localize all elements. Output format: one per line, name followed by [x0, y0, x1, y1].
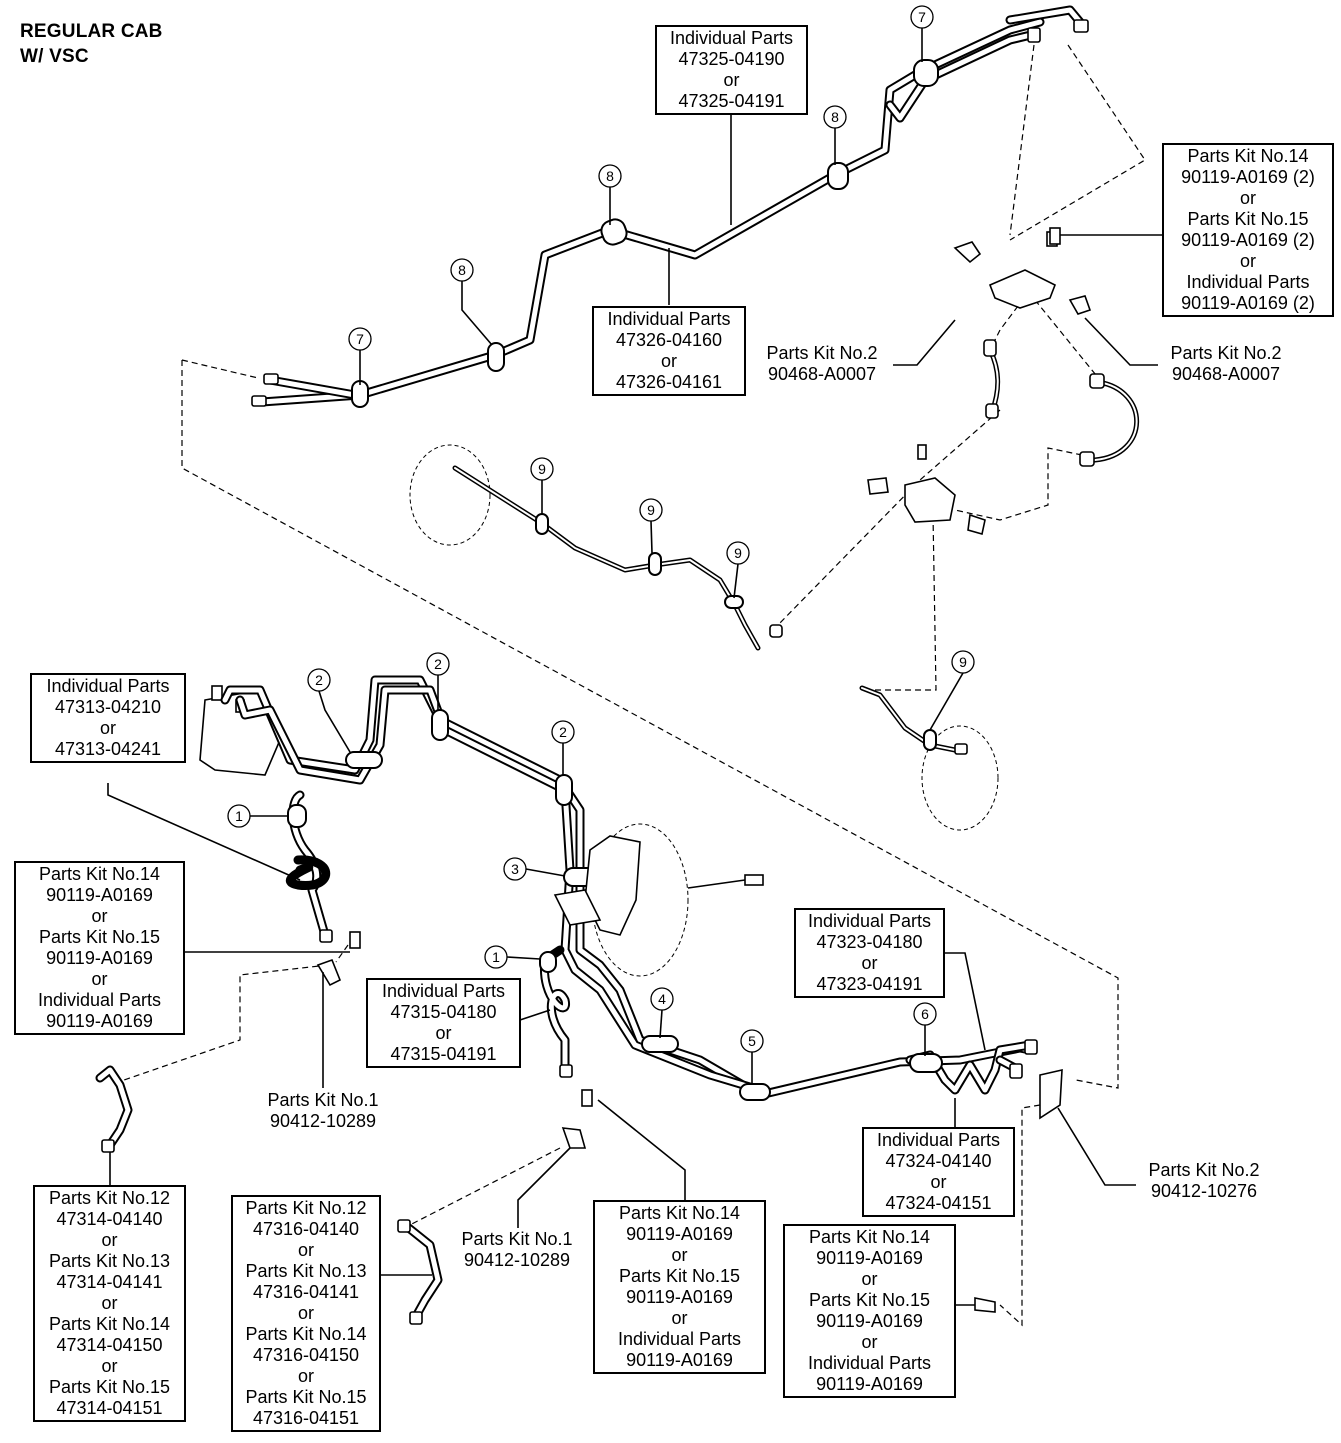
svg-text:8: 8: [606, 168, 614, 184]
svg-text:8: 8: [831, 109, 839, 125]
upper-hose-assembly: [867, 231, 1140, 536]
svg-text:9: 9: [959, 654, 967, 670]
svg-text:1: 1: [492, 949, 500, 965]
callout-2-right: 2: [551, 720, 575, 744]
svg-text:2: 2: [434, 656, 442, 672]
callout-3: 3: [503, 857, 527, 881]
svg-text:7: 7: [356, 331, 364, 347]
front-pipe-assembly: [95, 675, 1038, 1325]
callout-9-a: 9: [530, 457, 554, 481]
callout-1-mid: 1: [484, 945, 508, 969]
leader-lines: [107, 28, 1162, 1306]
callout-2-mid: 2: [426, 652, 450, 676]
svg-text:9: 9: [647, 502, 655, 518]
upper-pipe-assembly: [251, 5, 1089, 408]
svg-text:8: 8: [458, 262, 466, 278]
header-subtitle: W/ VSC: [20, 46, 89, 67]
callout-8-mid: 8: [598, 164, 622, 188]
svg-text:1: 1: [235, 808, 243, 824]
rear-line-assembly: [409, 444, 999, 831]
callout-8-left: 8: [450, 258, 474, 282]
svg-text:3: 3: [511, 861, 519, 877]
svg-text:5: 5: [748, 1033, 756, 1049]
svg-text:2: 2: [315, 672, 323, 688]
brake-booster: [553, 823, 764, 977]
assembly-outline-upper: [1009, 44, 1035, 236]
callout-9-d: 9: [951, 650, 975, 674]
header-title: REGULAR CAB: [20, 21, 163, 42]
svg-text:2: 2: [559, 724, 567, 740]
callout-1-left: 1: [227, 804, 251, 828]
callout-6: 6: [913, 1002, 937, 1026]
callout-7-left: 7: [348, 327, 372, 351]
svg-text:7: 7: [918, 9, 926, 25]
svg-text:6: 6: [921, 1006, 929, 1022]
callout-5: 5: [740, 1029, 764, 1053]
fittings: [316, 227, 1063, 1313]
svg-text:9: 9: [734, 545, 742, 561]
callout-9-c: 9: [726, 541, 750, 565]
callout-4: 4: [650, 987, 674, 1011]
svg-text:4: 4: [658, 991, 666, 1007]
assembly-outline: [181, 360, 1119, 1089]
callout-2-left: 2: [307, 668, 331, 692]
callout-8-right: 8: [823, 105, 847, 129]
callout-9-b: 9: [639, 498, 663, 522]
callout-7-top: 7: [910, 5, 934, 29]
svg-text:9: 9: [538, 461, 546, 477]
